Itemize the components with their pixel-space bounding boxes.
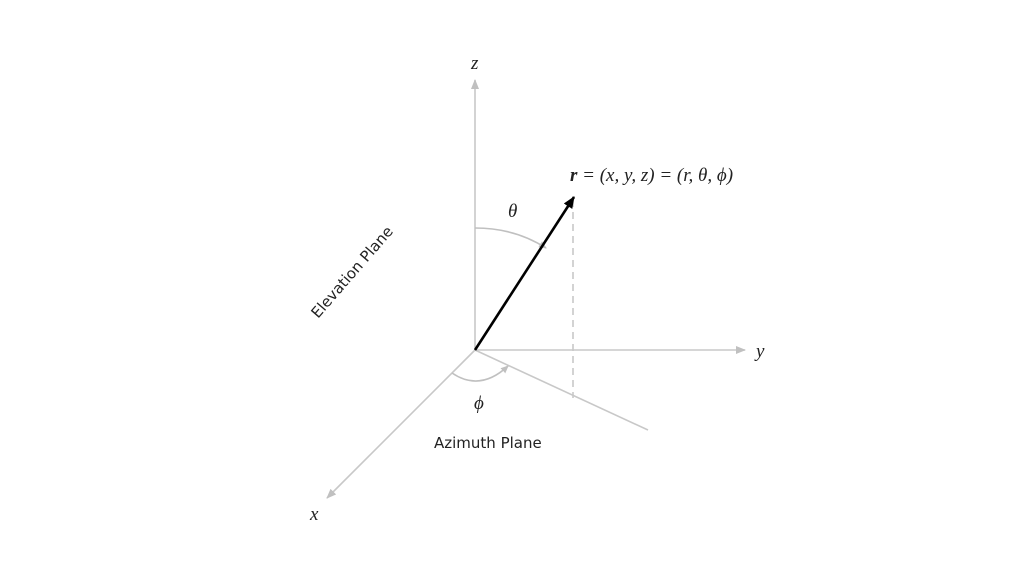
projection-line	[474, 349, 649, 431]
x-axis-label: x⃗	[309, 504, 333, 525]
x-axis	[326, 349, 476, 499]
theta-arc	[474, 227, 547, 249]
vector-equation-text: = (x, y, z) = (r, θ, ϕ)	[577, 165, 733, 186]
position-vector	[473, 196, 576, 351]
vector-equation: r = (x, y, z) = (r, θ, ϕ)	[570, 165, 733, 186]
vector-r-symbol: r	[570, 165, 578, 186]
theta-label: θ	[508, 201, 517, 222]
azimuth-plane-label: Azimuth Plane	[434, 434, 542, 452]
phi-arc	[451, 365, 509, 382]
z-axis-label: z⃗	[470, 53, 493, 74]
y-axis-label: y⃗	[754, 341, 779, 362]
phi-label: ϕ	[474, 393, 484, 414]
elevation-plane-label: Elevation Plane	[307, 223, 396, 322]
